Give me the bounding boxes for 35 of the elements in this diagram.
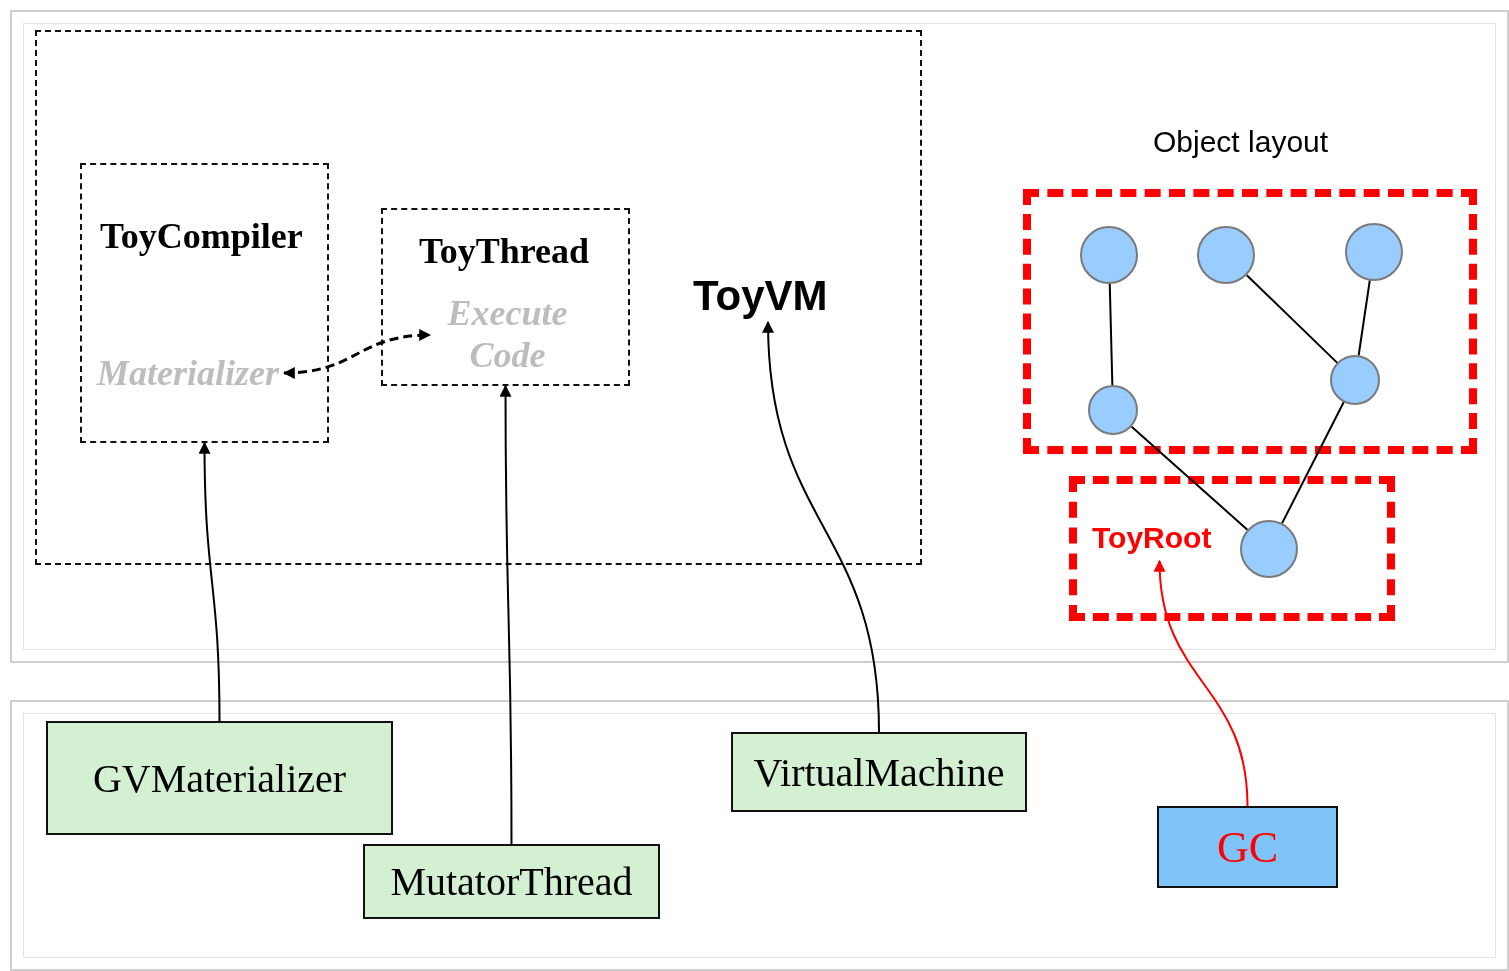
reference-line <box>1281 401 1345 525</box>
object-circle <box>1330 355 1380 405</box>
dashed-region <box>1069 476 1395 621</box>
class-label: GC <box>1216 821 1279 873</box>
dashed-box <box>381 208 630 386</box>
reference-line <box>1357 279 1371 357</box>
arrow <box>1154 559 1249 807</box>
object-circle <box>1345 223 1403 281</box>
object-circle <box>1197 226 1255 284</box>
dashed-boundary <box>35 30 922 565</box>
root-label: ToyRoot <box>1092 521 1227 561</box>
component-label: ToyVM <box>693 272 843 322</box>
method-label: Materializer <box>92 352 284 394</box>
dashed-box <box>80 163 329 443</box>
object-circle <box>1088 385 1138 435</box>
method-label: Execute Code <box>430 292 585 378</box>
reference-line <box>1108 283 1114 386</box>
class-label: GVMaterializer <box>92 754 347 802</box>
object-circle <box>1240 520 1298 578</box>
box-title: ToyThread <box>419 230 590 272</box>
section-heading: Object layout <box>1153 125 1329 159</box>
arrow <box>762 320 880 733</box>
box-title: ToyCompiler <box>100 215 303 257</box>
reference-line <box>1245 274 1339 364</box>
arrow <box>499 384 513 845</box>
class-box <box>363 844 660 919</box>
reference-line <box>1130 425 1249 531</box>
class-box <box>731 732 1027 812</box>
class-label: MutatorThread <box>390 858 633 905</box>
class-label: VirtualMachine <box>753 748 1005 796</box>
arrow <box>282 329 432 379</box>
object-circle <box>1080 226 1138 284</box>
class-box <box>46 721 393 835</box>
class-box <box>1157 806 1338 888</box>
arrow <box>198 441 221 722</box>
